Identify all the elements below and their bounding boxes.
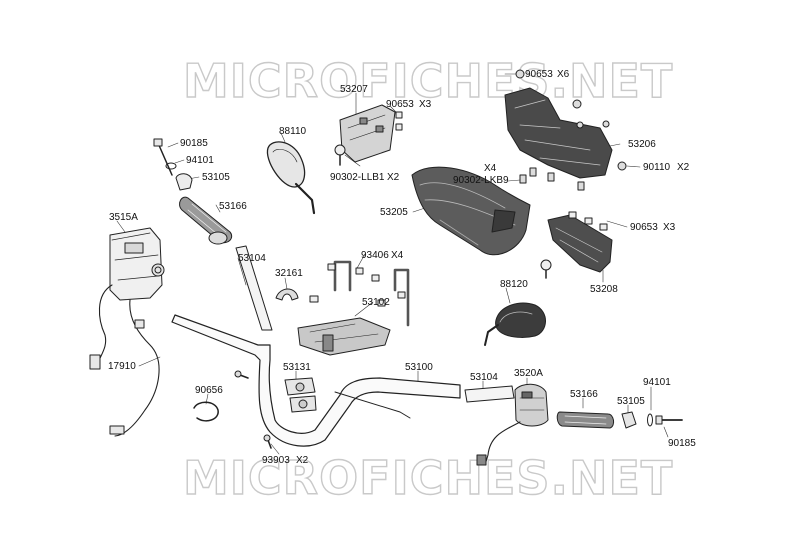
label-90653-x3a: 90653	[386, 99, 414, 110]
label-88120: 88120	[500, 279, 528, 290]
label-17910: 17910	[108, 361, 136, 372]
handlebar-53100	[171, 314, 461, 447]
label-93406: 93406	[361, 250, 389, 261]
right-grip-53166	[556, 411, 615, 429]
label-90185-a: 90185	[180, 138, 208, 149]
label-94101-a: 94101	[186, 155, 214, 166]
label-x2b: X2	[677, 162, 690, 173]
mirror-88120	[484, 302, 546, 346]
label-3515a: 3515A	[109, 212, 138, 223]
label-90653-x3b: 90653	[630, 222, 658, 233]
watermark-bottom: MICROFICHES.NET	[182, 451, 674, 505]
label-90302-lkb9: 90302-LKB9	[453, 175, 509, 186]
label-32161: 32161	[275, 268, 303, 279]
label-90185-b: 90185	[668, 438, 696, 449]
right-bar-end-assembly	[621, 411, 683, 429]
label-53100: 53100	[405, 362, 433, 373]
rear-cover-53206	[504, 69, 627, 191]
label-53166-a: 53166	[219, 201, 247, 212]
label-53206: 53206	[628, 139, 656, 150]
left-grip-assembly	[153, 138, 233, 245]
label-x4a: X4	[484, 163, 497, 174]
bracket-53102	[297, 260, 410, 356]
label-53105-b: 53105	[617, 396, 645, 407]
label-53205: 53205	[380, 207, 408, 218]
label-53207: 53207	[340, 84, 368, 95]
clamp-32161	[275, 288, 299, 301]
label-x3a: X3	[419, 99, 432, 110]
bolt-93903	[234, 370, 272, 449]
label-x4b: X4	[391, 250, 404, 261]
clip-90656	[193, 401, 219, 422]
label-93903: 93903	[262, 455, 290, 466]
label-x2a: X2	[387, 172, 400, 183]
label-94101-b: 94101	[643, 377, 671, 388]
label-53105-a: 53105	[202, 172, 230, 183]
label-90302-llb1: 90302-LLB1	[330, 172, 385, 183]
label-53166-b: 53166	[570, 389, 598, 400]
label-x3b: X3	[663, 222, 676, 233]
clamp-53131	[284, 377, 317, 413]
label-x6: X6	[557, 69, 570, 80]
label-3520a: 3520A	[514, 368, 543, 379]
label-53131: 53131	[283, 362, 311, 373]
label-90656: 90656	[195, 385, 223, 396]
right-switch-housing-3520a	[476, 383, 549, 466]
label-53104-a: 53104	[238, 253, 266, 264]
label-90653-x6: 90653	[525, 69, 553, 80]
upper-cowl-53205	[411, 166, 531, 256]
label-x2c: X2	[296, 455, 309, 466]
bracket-53207	[334, 104, 403, 166]
label-53102: 53102	[362, 297, 390, 308]
handlebar-tube-left	[235, 245, 273, 331]
label-53104-b: 53104	[470, 372, 498, 383]
label-53208: 53208	[590, 284, 618, 295]
label-90110: 90110	[643, 162, 671, 173]
handlebar-tube-right	[464, 385, 515, 403]
cover-53208	[540, 211, 613, 279]
watermark-top: MICROFICHES.NET	[182, 54, 674, 108]
mirror-88110	[266, 141, 316, 215]
left-switch-housing-3515a	[89, 227, 165, 437]
label-88110: 88110	[279, 126, 307, 137]
